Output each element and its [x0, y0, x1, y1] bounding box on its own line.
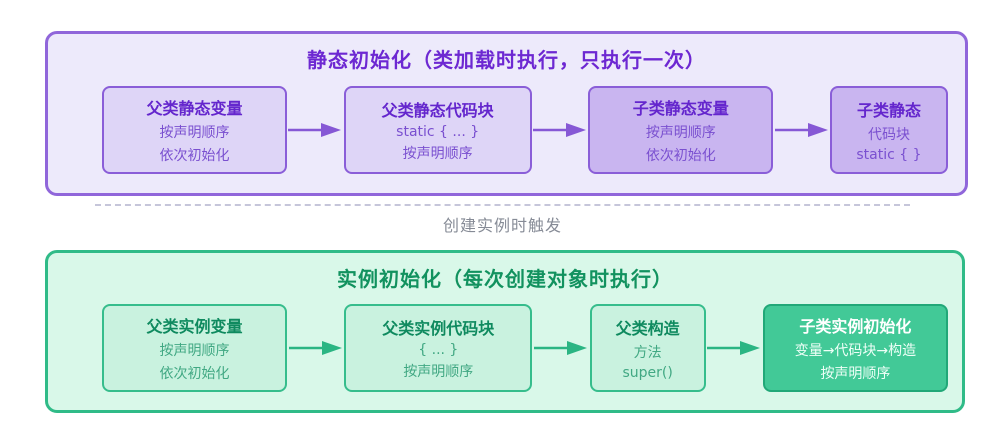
- node-line: static { ... }: [396, 124, 480, 140]
- node-line: 依次初始化: [645, 148, 716, 164]
- node-line: 按声明顺序: [403, 364, 474, 380]
- node-line: { ... }: [418, 342, 459, 358]
- divider-label: 创建实例时触发: [442, 216, 562, 235]
- node-title: 父类实例代码块: [382, 319, 495, 338]
- arrow-right-icon: [288, 123, 342, 137]
- instance-section-title: 实例初始化（每次创建对象时执行）: [337, 267, 673, 291]
- node-line: 按声明顺序: [402, 146, 473, 162]
- node-line: 按声明顺序: [645, 125, 716, 141]
- node-line: 按声明顺序: [159, 125, 230, 141]
- node-title: 子类实例初始化: [799, 317, 912, 336]
- node-line: static { }: [856, 147, 922, 163]
- node-child-static-block: 子类静态 代码块 static { }: [829, 86, 948, 174]
- node-line: 方法: [633, 345, 662, 361]
- instance-init-section: 实例初始化（每次创建对象时执行） 父类实例变量 按声明顺序 依次初始化 父类实例…: [45, 250, 965, 413]
- node-title: 父类静态变量: [146, 99, 243, 118]
- node-child-instance-init: 子类实例初始化 变量→代码块→构造 按声明顺序: [762, 304, 948, 392]
- arrow-right-icon: [707, 341, 761, 355]
- node-line: 依次初始化: [159, 366, 230, 382]
- node-line: 变量→代码块→构造: [794, 343, 917, 359]
- arrow-right-icon: [774, 123, 828, 137]
- static-init-section: 静态初始化（类加载时执行，只执行一次） 父类静态变量 按声明顺序 依次初始化 父…: [45, 31, 968, 196]
- arrow-right-icon: [532, 123, 586, 137]
- node-parent-static-block: 父类静态代码块 static { ... } 按声明顺序: [343, 86, 532, 174]
- node-line: 按声明顺序: [820, 366, 891, 382]
- node-parent-constructor: 父类构造 方法 super(): [589, 304, 706, 392]
- node-title: 父类静态代码块: [381, 101, 494, 120]
- node-parent-static-vars: 父类静态变量 按声明顺序 依次初始化: [102, 86, 287, 174]
- instance-flow-row: 父类实例变量 按声明顺序 依次初始化 父类实例代码块 { ... } 按声明顺序…: [48, 304, 962, 392]
- divider-dashed-line: [95, 204, 910, 206]
- node-title: 父类构造: [615, 319, 680, 338]
- node-child-static-vars: 子类静态变量 按声明顺序 依次初始化: [588, 86, 774, 174]
- node-parent-instance-block: 父类实例代码块 { ... } 按声明顺序: [344, 304, 533, 392]
- node-title: 子类静态: [856, 101, 921, 120]
- arrow-right-icon: [288, 341, 342, 355]
- node-parent-instance-vars: 父类实例变量 按声明顺序 依次初始化: [102, 304, 287, 392]
- node-line: 依次初始化: [159, 148, 230, 164]
- node-title: 子类静态变量: [632, 99, 729, 118]
- node-title: 父类实例变量: [146, 317, 243, 336]
- node-line: 按声明顺序: [159, 343, 230, 359]
- static-flow-row: 父类静态变量 按声明顺序 依次初始化 父类静态代码块 static { ... …: [48, 86, 965, 174]
- node-line: super(): [622, 365, 673, 381]
- arrow-right-icon: [533, 341, 587, 355]
- node-line: 代码块: [867, 127, 910, 143]
- static-section-title: 静态初始化（类加载时执行，只执行一次）: [307, 48, 706, 72]
